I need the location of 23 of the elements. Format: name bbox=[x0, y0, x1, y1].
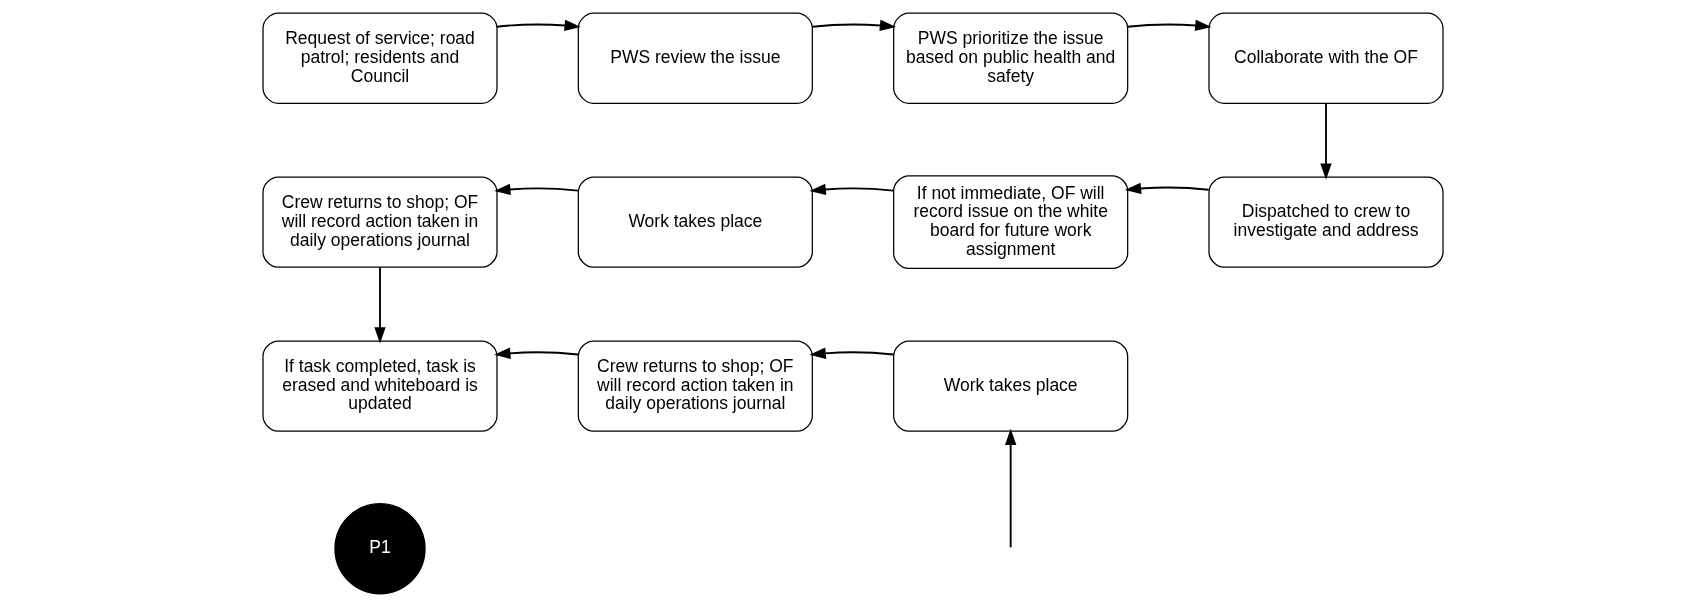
arrow bbox=[810, 19, 896, 32]
node-box: Work takes place bbox=[892, 340, 1128, 432]
node-box: Work takes place bbox=[577, 176, 813, 268]
node-box: If not immediate, OF will record issue on the white board for future work assignment bbox=[892, 175, 1128, 270]
node-box: PWS prioritize the issue based on public health and safety bbox=[892, 12, 1128, 104]
arrow bbox=[495, 19, 581, 32]
node-box: Dispatched to crew to investigate and address bbox=[1207, 176, 1444, 268]
arrow bbox=[809, 347, 894, 359]
node-box: Request of service; road patrol; residents and Council bbox=[261, 12, 498, 104]
arrow bbox=[1004, 428, 1016, 549]
node-box: Crew returns to shop; OF will record action taken in daily operations journal bbox=[577, 340, 813, 432]
arrow bbox=[493, 183, 579, 196]
arrow bbox=[809, 183, 894, 196]
node-box: Collaborate with the OF bbox=[1207, 12, 1444, 104]
arrow bbox=[493, 347, 579, 359]
node-box: Crew returns to shop; OF will record action taken in daily operations journal bbox=[261, 176, 498, 268]
node-box: PWS review the issue bbox=[577, 12, 813, 104]
arrow bbox=[1319, 102, 1332, 180]
node-box: If task completed, task is erased and whiteboard is updated bbox=[261, 340, 498, 432]
node-circle: P1 bbox=[333, 503, 426, 595]
arrow bbox=[373, 266, 386, 344]
arrow bbox=[1124, 182, 1210, 195]
arrow bbox=[1126, 19, 1211, 32]
